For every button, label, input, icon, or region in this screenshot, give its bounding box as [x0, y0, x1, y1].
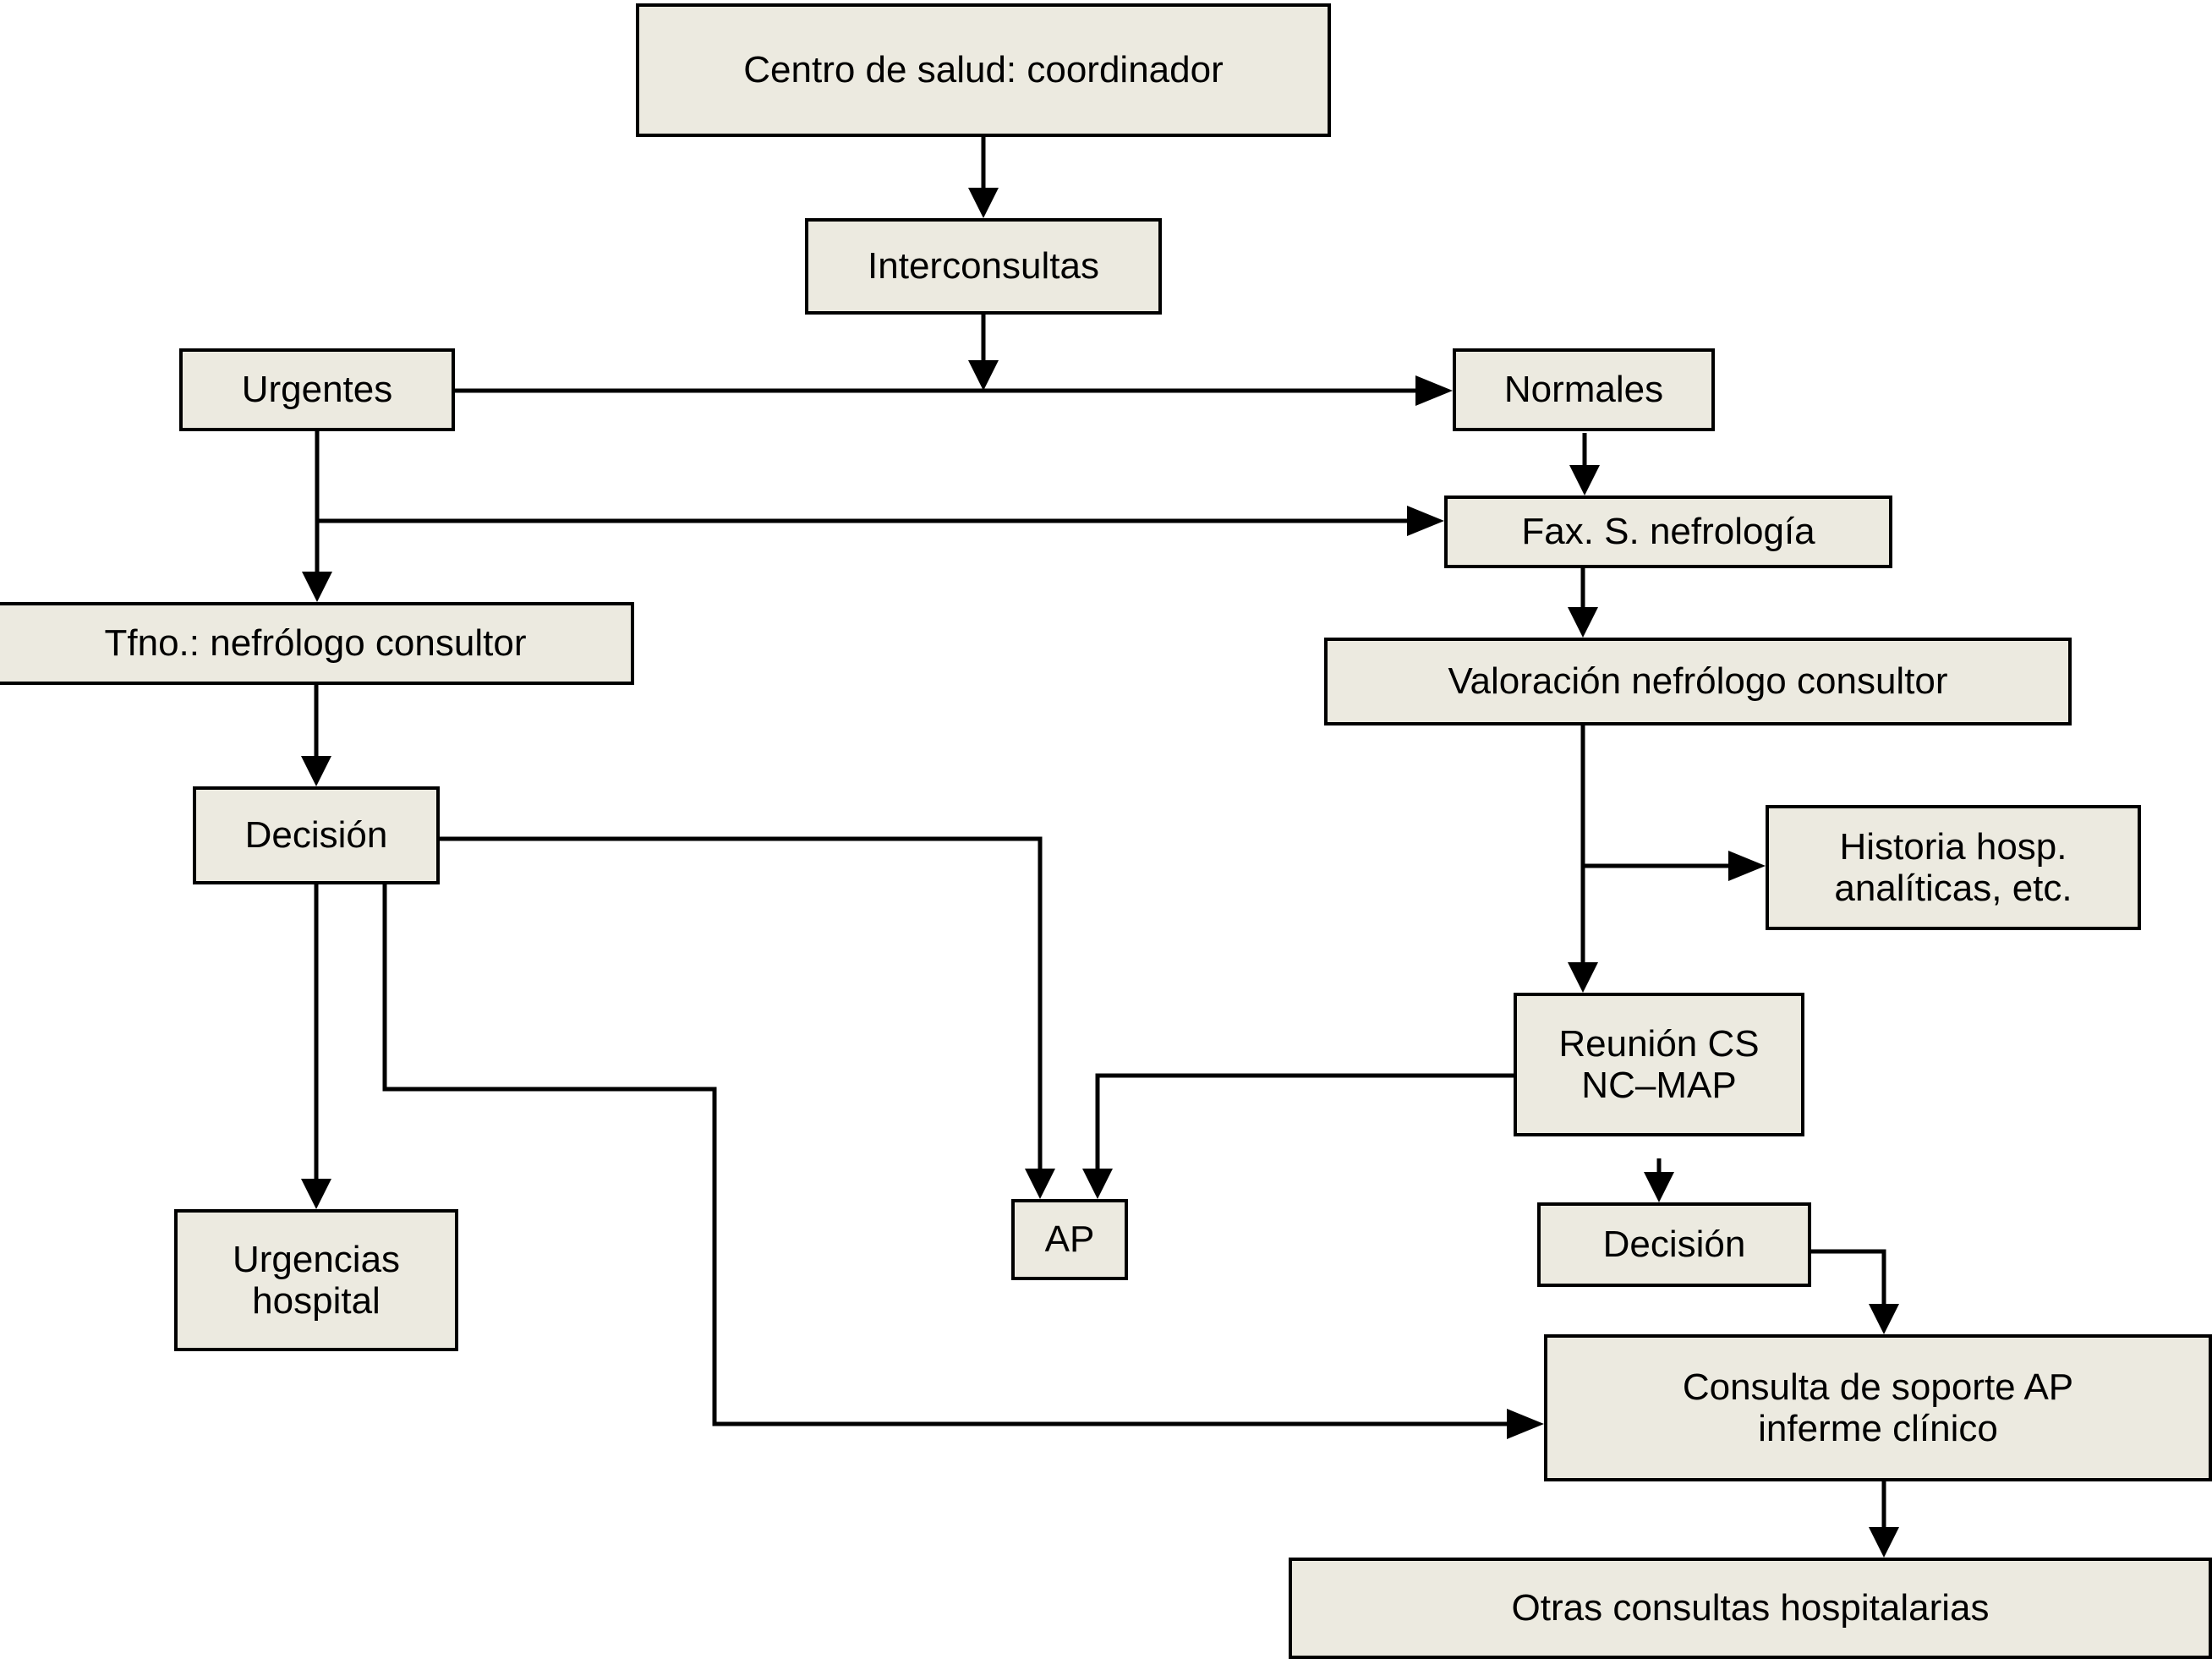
- node-otras-consultas-hospitalarias[interactable]: Otras consultas hospitalarias: [1289, 1558, 2212, 1659]
- node-label: Fax. S. nefrología: [1521, 511, 1815, 553]
- node-reunion-cs-nc-map[interactable]: Reunión CS NC–MAP: [1514, 993, 1804, 1136]
- edge-decision1-to-ap: [440, 836, 1055, 1199]
- node-label: AP: [1044, 1218, 1095, 1261]
- node-label: Otras consultas hospitalarias: [1511, 1587, 1990, 1629]
- node-urgencias-hospital[interactable]: Urgencias hospital: [174, 1209, 458, 1351]
- edge-bus-to-normales: [983, 375, 1453, 406]
- edge-reunion-to-ap: [1082, 1073, 1514, 1199]
- node-label: Urgencias hospital: [232, 1238, 401, 1322]
- edge-urgentes-to-fax: [315, 431, 1444, 536]
- edge-centro-to-interconsultas: [968, 137, 999, 218]
- edge-reunion-to-decision2: [1644, 1158, 1674, 1202]
- node-label: Interconsultas: [868, 245, 1099, 287]
- edge-interconsultas-to-bus: [968, 315, 999, 391]
- node-label: Decisión: [1602, 1224, 1746, 1266]
- node-label: Historia hosp. analíticas, etc.: [1834, 825, 2072, 909]
- node-historia-hosp-analiticas[interactable]: Historia hosp. analíticas, etc.: [1766, 805, 2141, 930]
- node-urgentes[interactable]: Urgentes: [179, 348, 455, 431]
- node-label: Centro de salud: coordinador: [743, 49, 1224, 91]
- node-consulta-de-soporte-ap[interactable]: Consulta de soporte AP inferme clínico: [1544, 1334, 2212, 1481]
- node-centro-de-salud-coordinador[interactable]: Centro de salud: coordinador: [636, 3, 1331, 137]
- edge-consulta-to-otras: [1869, 1481, 1899, 1558]
- edge-valoracion-to-reunion: [1568, 725, 1598, 993]
- node-label: Urgentes: [241, 369, 393, 411]
- node-label: Valoración nefrólogo consultor: [1448, 660, 1948, 703]
- node-decision-urgente[interactable]: Decisión: [193, 786, 440, 884]
- edge-decision1-to-consulta: [382, 884, 1544, 1439]
- edge-tfno-to-decision1: [301, 685, 331, 786]
- node-label: Tfno.: nefrólogo consultor: [104, 622, 527, 665]
- node-label: Reunión CS NC–MAP: [1558, 1022, 1760, 1106]
- edge-fax-to-valoracion: [1568, 568, 1598, 638]
- node-normales[interactable]: Normales: [1453, 348, 1715, 431]
- node-label: Consulta de soporte AP inferme clínico: [1682, 1366, 2074, 1449]
- node-fax-s-nefrologia[interactable]: Fax. S. nefrología: [1444, 496, 1892, 568]
- node-ap[interactable]: AP: [1011, 1199, 1128, 1280]
- edge-valoracion-to-historia: [1580, 725, 1766, 881]
- node-label: Decisión: [244, 814, 388, 857]
- node-label: Normales: [1503, 369, 1664, 411]
- edge-decision2-to-consulta: [1811, 1249, 1899, 1334]
- node-tfno-nefrologo-consultor[interactable]: Tfno.: nefrólogo consultor: [0, 602, 634, 685]
- edge-normales-to-fax: [1569, 433, 1600, 496]
- node-valoracion-nefrologo-consultor[interactable]: Valoración nefrólogo consultor: [1324, 638, 2072, 725]
- node-interconsultas[interactable]: Interconsultas: [805, 218, 1162, 315]
- edge-decision1-to-urgencias: [301, 884, 331, 1209]
- edge-urgentes-to-tfno: [302, 431, 332, 602]
- node-decision-normal[interactable]: Decisión: [1537, 1202, 1811, 1287]
